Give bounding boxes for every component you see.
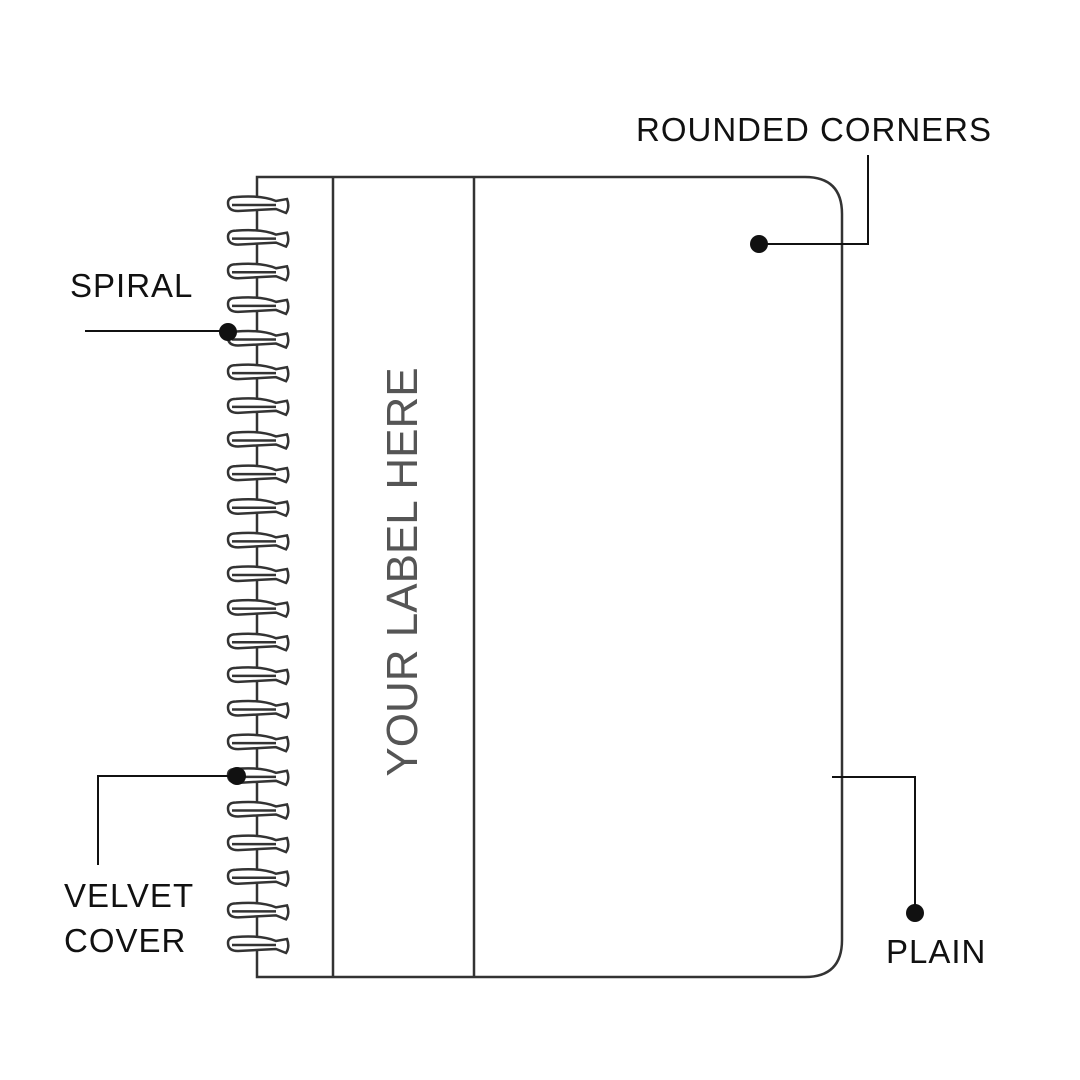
spiral-coil <box>226 464 290 484</box>
velvet-cover-leader <box>97 775 237 865</box>
spiral-coil <box>226 935 290 955</box>
spiral-coil <box>226 397 290 417</box>
plain-leader <box>832 776 916 912</box>
spiral-coil <box>226 430 290 450</box>
notebook-outline <box>255 175 844 979</box>
spiral-dot <box>219 323 237 341</box>
spiral-coil <box>226 867 290 888</box>
rounded-corners-leader <box>759 155 869 245</box>
spiral-coil <box>226 666 290 686</box>
spiral-coil <box>226 363 290 383</box>
spiral-coil <box>226 632 290 652</box>
velvet-cover-dot <box>228 767 246 785</box>
spiral-binding <box>226 195 290 955</box>
spiral-coil <box>226 598 290 619</box>
spiral-coil <box>226 800 290 820</box>
spiral-coil <box>226 531 290 551</box>
spiral-coil <box>226 296 290 316</box>
velvet-cover-label: VELVET COVER <box>64 877 195 959</box>
spiral-label: SPIRAL <box>70 267 194 304</box>
plain-dot <box>906 904 924 922</box>
rounded-corners-label: ROUNDED CORNERS <box>636 111 993 148</box>
spiral-coil <box>226 497 290 518</box>
cover-label-text: YOUR LABEL HERE <box>378 367 427 777</box>
spiral-coil <box>226 195 290 215</box>
spiral-coil <box>226 228 290 249</box>
spiral-coil <box>226 733 290 753</box>
spiral-coil <box>226 834 290 854</box>
rounded-corners-dot <box>750 235 768 253</box>
spiral-coil <box>226 565 290 585</box>
spiral-coil <box>226 262 290 282</box>
spiral-coil <box>226 699 290 720</box>
plain-label: PLAIN <box>886 933 987 970</box>
spiral-coil <box>226 901 290 921</box>
